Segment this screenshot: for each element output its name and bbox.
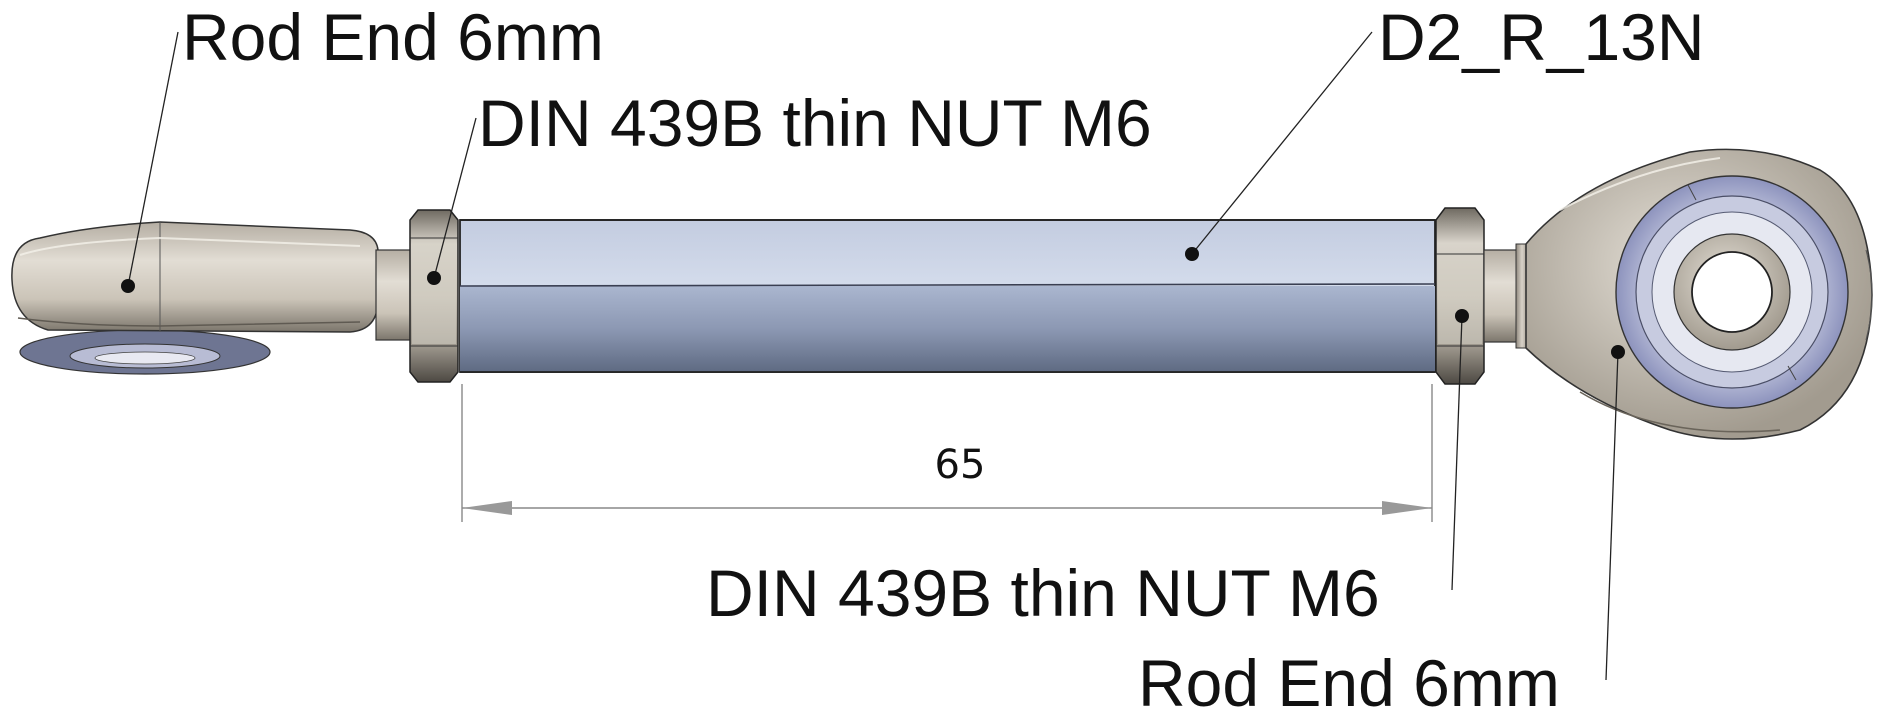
label-nut-right: DIN 439B thin NUT M6 <box>706 556 1380 630</box>
leader-rod-end-left <box>121 31 179 293</box>
label-rod-end-left: Rod End 6mm <box>182 0 604 74</box>
dimension-arrow-right <box>1382 501 1432 515</box>
label-rod-end-right: Rod End 6mm <box>1138 646 1560 712</box>
rod-end-left <box>11 221 417 375</box>
label-tube: D2_R_13N <box>1378 0 1705 74</box>
leader-nut-left <box>427 117 477 285</box>
leader-tube <box>1185 31 1373 261</box>
rod-end-right-stud <box>1483 249 1521 343</box>
nut-left <box>409 209 459 383</box>
dimension-value: 65 <box>935 442 986 488</box>
dimension-65: 65 <box>461 384 1433 522</box>
tube-d2-r-13n <box>459 219 1436 373</box>
leader-rod-end-right <box>1605 345 1625 681</box>
leader-nut-right <box>1451 309 1469 591</box>
nut-right <box>1435 207 1485 385</box>
rod-end-right <box>1483 148 1873 440</box>
label-nut-left: DIN 439B thin NUT M6 <box>478 86 1152 160</box>
dimension-arrow-left <box>462 501 512 515</box>
